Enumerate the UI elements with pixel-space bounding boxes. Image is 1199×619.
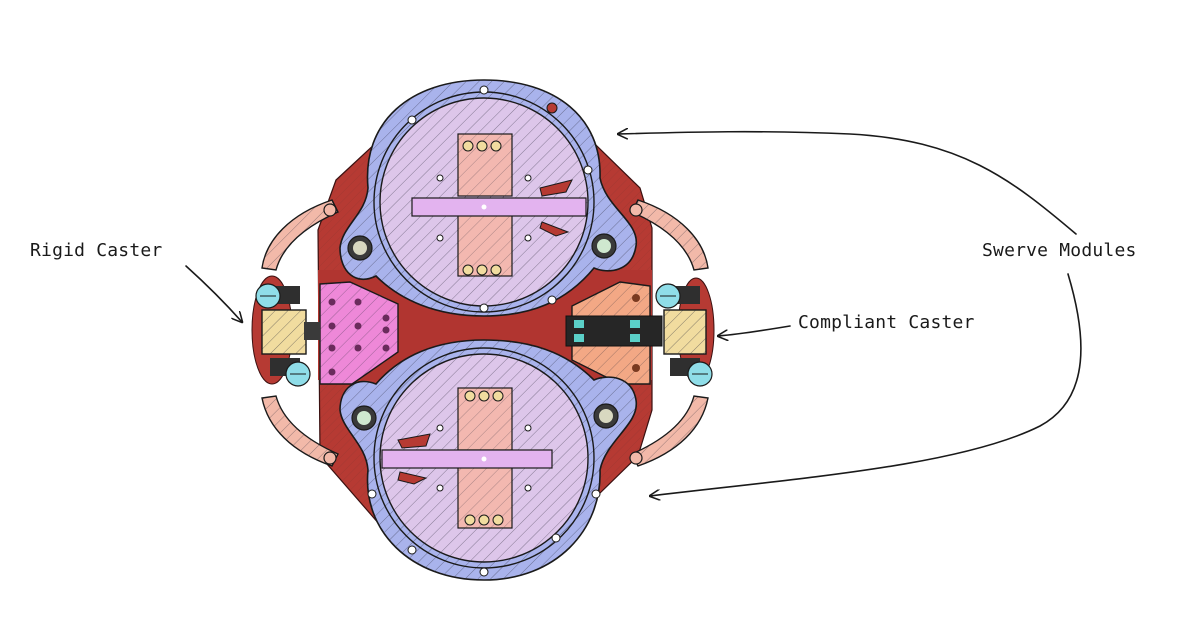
compliant-caster-label: Compliant Caster xyxy=(798,312,975,333)
knob-icon xyxy=(285,361,311,387)
swerve-module-bottom xyxy=(339,339,637,581)
compliant-caster-arrow xyxy=(718,325,791,336)
swerve-module-top xyxy=(339,79,637,317)
swerve-top-arrow xyxy=(618,132,1077,235)
left-bracket-top xyxy=(261,199,339,271)
compliant-caster xyxy=(655,277,715,387)
rigid-caster-arrow xyxy=(185,265,242,322)
right-bracket-top xyxy=(629,199,709,271)
knob-icon xyxy=(655,283,681,309)
callout-arrows xyxy=(185,132,1082,496)
compliant-caster-mount xyxy=(565,281,663,385)
rigid-caster xyxy=(251,275,320,387)
swerve-modules-label: Swerve Modules xyxy=(982,240,1137,261)
swerve-bottom-arrow xyxy=(650,273,1082,496)
knob-icon xyxy=(687,361,713,387)
right-bracket-bottom xyxy=(629,395,709,467)
rigid-caster-mount xyxy=(319,281,399,385)
rigid-caster-label: Rigid Caster xyxy=(30,240,163,261)
knob-icon xyxy=(255,283,281,309)
left-bracket-bottom xyxy=(261,395,339,467)
